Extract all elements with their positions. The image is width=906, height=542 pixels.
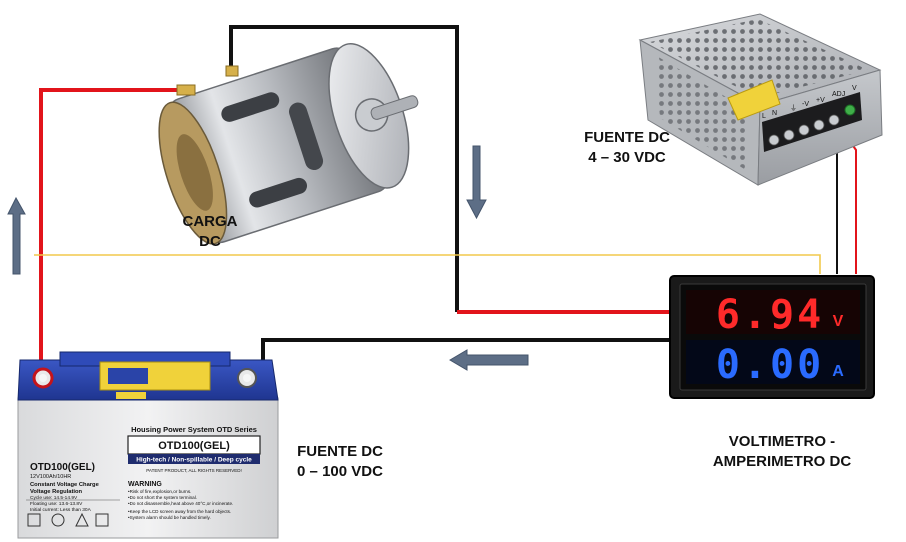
label-meter: VOLTIMETRO - AMPERIMETRO DC xyxy=(698,432,866,472)
wire-black-load-return xyxy=(229,25,459,312)
battery xyxy=(17,351,279,539)
psu-terminal-n: N xyxy=(772,110,777,117)
arrow-up-icon xyxy=(7,196,26,275)
label-supply-dc: FUENTE DC 4 – 30 VDC xyxy=(567,128,687,168)
label-battery-source-line1: FUENTE DC xyxy=(297,443,383,460)
label-supply-dc-line1: FUENTE DC xyxy=(584,129,670,146)
battery-model-side: OTD100(GEL) xyxy=(30,462,95,473)
label-battery-source-line2: 0 – 100 VDC xyxy=(297,463,383,480)
psu-terminal-l: L xyxy=(762,113,766,120)
wire-yellow xyxy=(34,254,821,274)
psu-terminal-neg: -V xyxy=(802,101,809,108)
battery-warning-title: WARNING xyxy=(128,481,162,488)
wire-red-battery-to-load xyxy=(39,88,190,376)
dc-power-supply xyxy=(638,13,883,186)
battery-warning-line: •Do not short the system terminal. xyxy=(128,495,197,500)
battery-patent: PATENT PRODUCT, ALL RIGHTS RESERVED! xyxy=(146,468,242,473)
voltage-unit: V xyxy=(833,313,844,330)
label-load: CARGA DC xyxy=(168,212,252,252)
psu-terminal-pos: +V xyxy=(816,97,825,104)
battery-model-badge: OTD100(GEL) xyxy=(158,440,230,452)
volt-amp-meter xyxy=(669,275,875,399)
battery-cycle-use: Cycle use: 14.5-14.9V xyxy=(30,495,78,501)
battery-brand-header: Housing Power System OTD Series xyxy=(131,425,257,434)
label-battery-source: FUENTE DC 0 – 100 VDC xyxy=(275,442,405,482)
battery-warning-line: •Keep the LCD screen away from the hard … xyxy=(128,509,231,514)
battery-warning-line: •Risk of fire,explosion,or burns. xyxy=(128,489,191,494)
label-meter-line1: VOLTIMETRO - xyxy=(728,433,836,450)
battery-charge-title: Constant Voltage Charge xyxy=(30,482,100,488)
current-readout: 0.00 xyxy=(716,342,824,388)
battery-warning-line: •Do not disassemble,heat above 40°C,or i… xyxy=(128,501,233,506)
label-load-line2: DC xyxy=(199,233,221,250)
psu-terminal-legend: L N ⏚ -V +V ADJ V xyxy=(762,85,857,120)
battery-floating-use: Floating use: 13.6-13.8V xyxy=(30,501,83,507)
battery-regulation-title: Voltage Regulation xyxy=(30,489,83,495)
label-meter-line2: AMPERIMETRO DC xyxy=(712,453,852,470)
voltage-readout: 6.94 xyxy=(716,292,824,338)
battery-initial-current: Initial current: Less than 30A xyxy=(30,507,92,513)
psu-terminal-ground: ⏚ xyxy=(790,104,797,112)
battery-rating: 12V100Ah/10HR xyxy=(30,474,71,480)
label-load-line1: CARGA xyxy=(182,213,238,230)
current-unit: A xyxy=(832,363,844,380)
arrow-left-icon xyxy=(449,349,529,371)
arrow-down-icon xyxy=(466,145,487,220)
psu-terminal-adj: ADJ xyxy=(832,91,845,98)
dc-motor xyxy=(158,43,419,245)
battery-tagline: High-tech / Non-spillable / Deep cycle xyxy=(136,457,252,464)
label-supply-dc-line2: 4 – 30 VDC xyxy=(588,149,666,166)
battery-warning-line: •System alarm should be handled timely. xyxy=(128,515,211,520)
psu-terminal-v: V xyxy=(852,85,857,92)
battery-text: Housing Power System OTD Series OTD100(G… xyxy=(30,425,257,520)
